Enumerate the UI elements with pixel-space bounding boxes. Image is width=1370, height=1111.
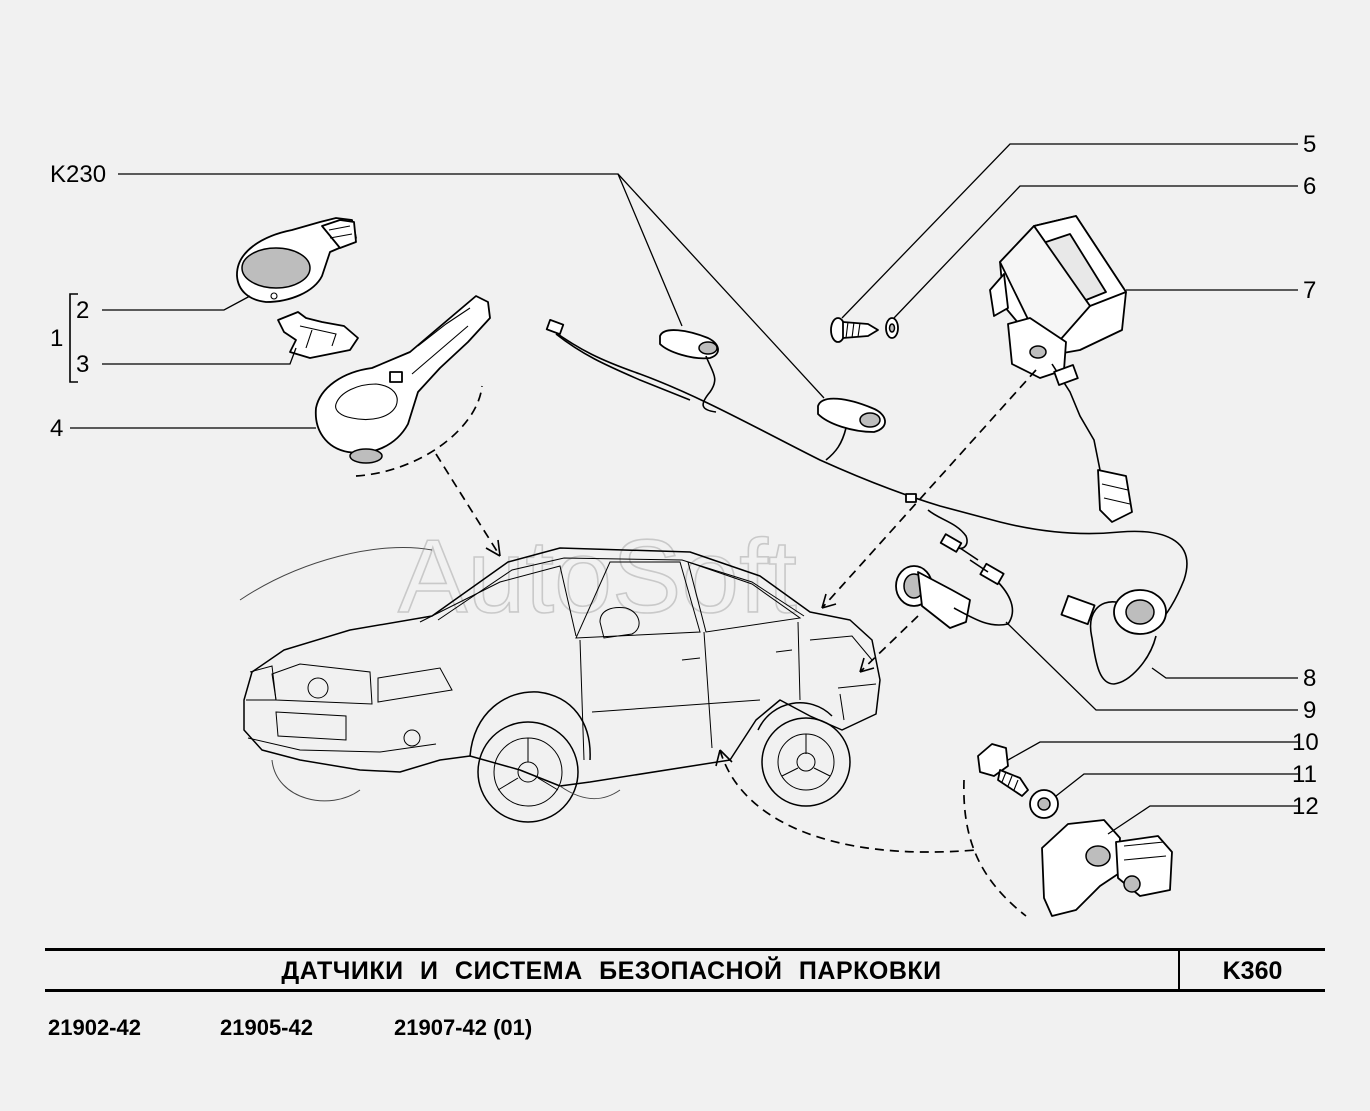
part-9-side-sensor [895, 547, 1014, 629]
k230-wiring-harness [545, 319, 1188, 685]
callout-7: 7 [1303, 277, 1316, 304]
leader-6 [893, 185, 1298, 319]
callout-6: 6 [1303, 173, 1316, 200]
callout-9: 9 [1303, 697, 1316, 724]
callout-10: 10 [1292, 729, 1319, 756]
leader-12 [1107, 805, 1298, 835]
page-title: ДАТЧИКИ И СИСТЕМА БЕЗОПАСНОЙ ПАРКОВКИ [281, 957, 942, 985]
part-4-sensor-holder [314, 295, 491, 477]
callout-k230: K230 [50, 161, 106, 188]
callout-3: 3 [76, 351, 89, 378]
car-outline [239, 547, 881, 823]
model-number: 21902-42 [48, 1015, 141, 1040]
part-3-clip [277, 311, 359, 359]
title-divider [1178, 951, 1180, 989]
part-7-control-unit [989, 215, 1133, 523]
title-block: ДАТЧИКИ И СИСТЕМА БЕЗОПАСНОЙ ПАРКОВКИ K3… [45, 948, 1325, 992]
part-2-sensor-cap [236, 217, 357, 303]
model-number: 21905-42 [220, 1015, 313, 1040]
callout-12: 12 [1292, 793, 1319, 820]
sensor-group-arc [963, 779, 1027, 917]
location-pointers [435, 369, 1037, 853]
leader-8 [1151, 667, 1298, 679]
part-5-screw [830, 317, 879, 343]
part-10-bolt [977, 743, 1029, 797]
leader-11 [1055, 773, 1298, 797]
parts-diagram: AutoSoft [50, 131, 1319, 917]
section-code: K360 [1222, 957, 1283, 985]
group-1-bracket [69, 293, 78, 383]
callout-2: 2 [76, 297, 89, 324]
callout-1: 1 [50, 325, 63, 352]
callout-labels: K230 1 2 3 4 5 6 7 8 9 10 11 12 [50, 131, 1319, 820]
leader-10 [1007, 741, 1298, 761]
callout-8: 8 [1303, 665, 1316, 692]
left-leaders [70, 173, 825, 429]
model-number: 21907-42 (01) [394, 1015, 533, 1040]
part-12-sensor [1041, 819, 1173, 917]
leader-5 [841, 143, 1298, 319]
part-11-lock-washer [1029, 789, 1059, 819]
callout-11: 11 [1292, 761, 1317, 788]
leader-9 [1005, 621, 1298, 711]
callout-4: 4 [50, 415, 63, 442]
callout-5: 5 [1303, 131, 1316, 158]
part-6-washer [885, 317, 899, 339]
